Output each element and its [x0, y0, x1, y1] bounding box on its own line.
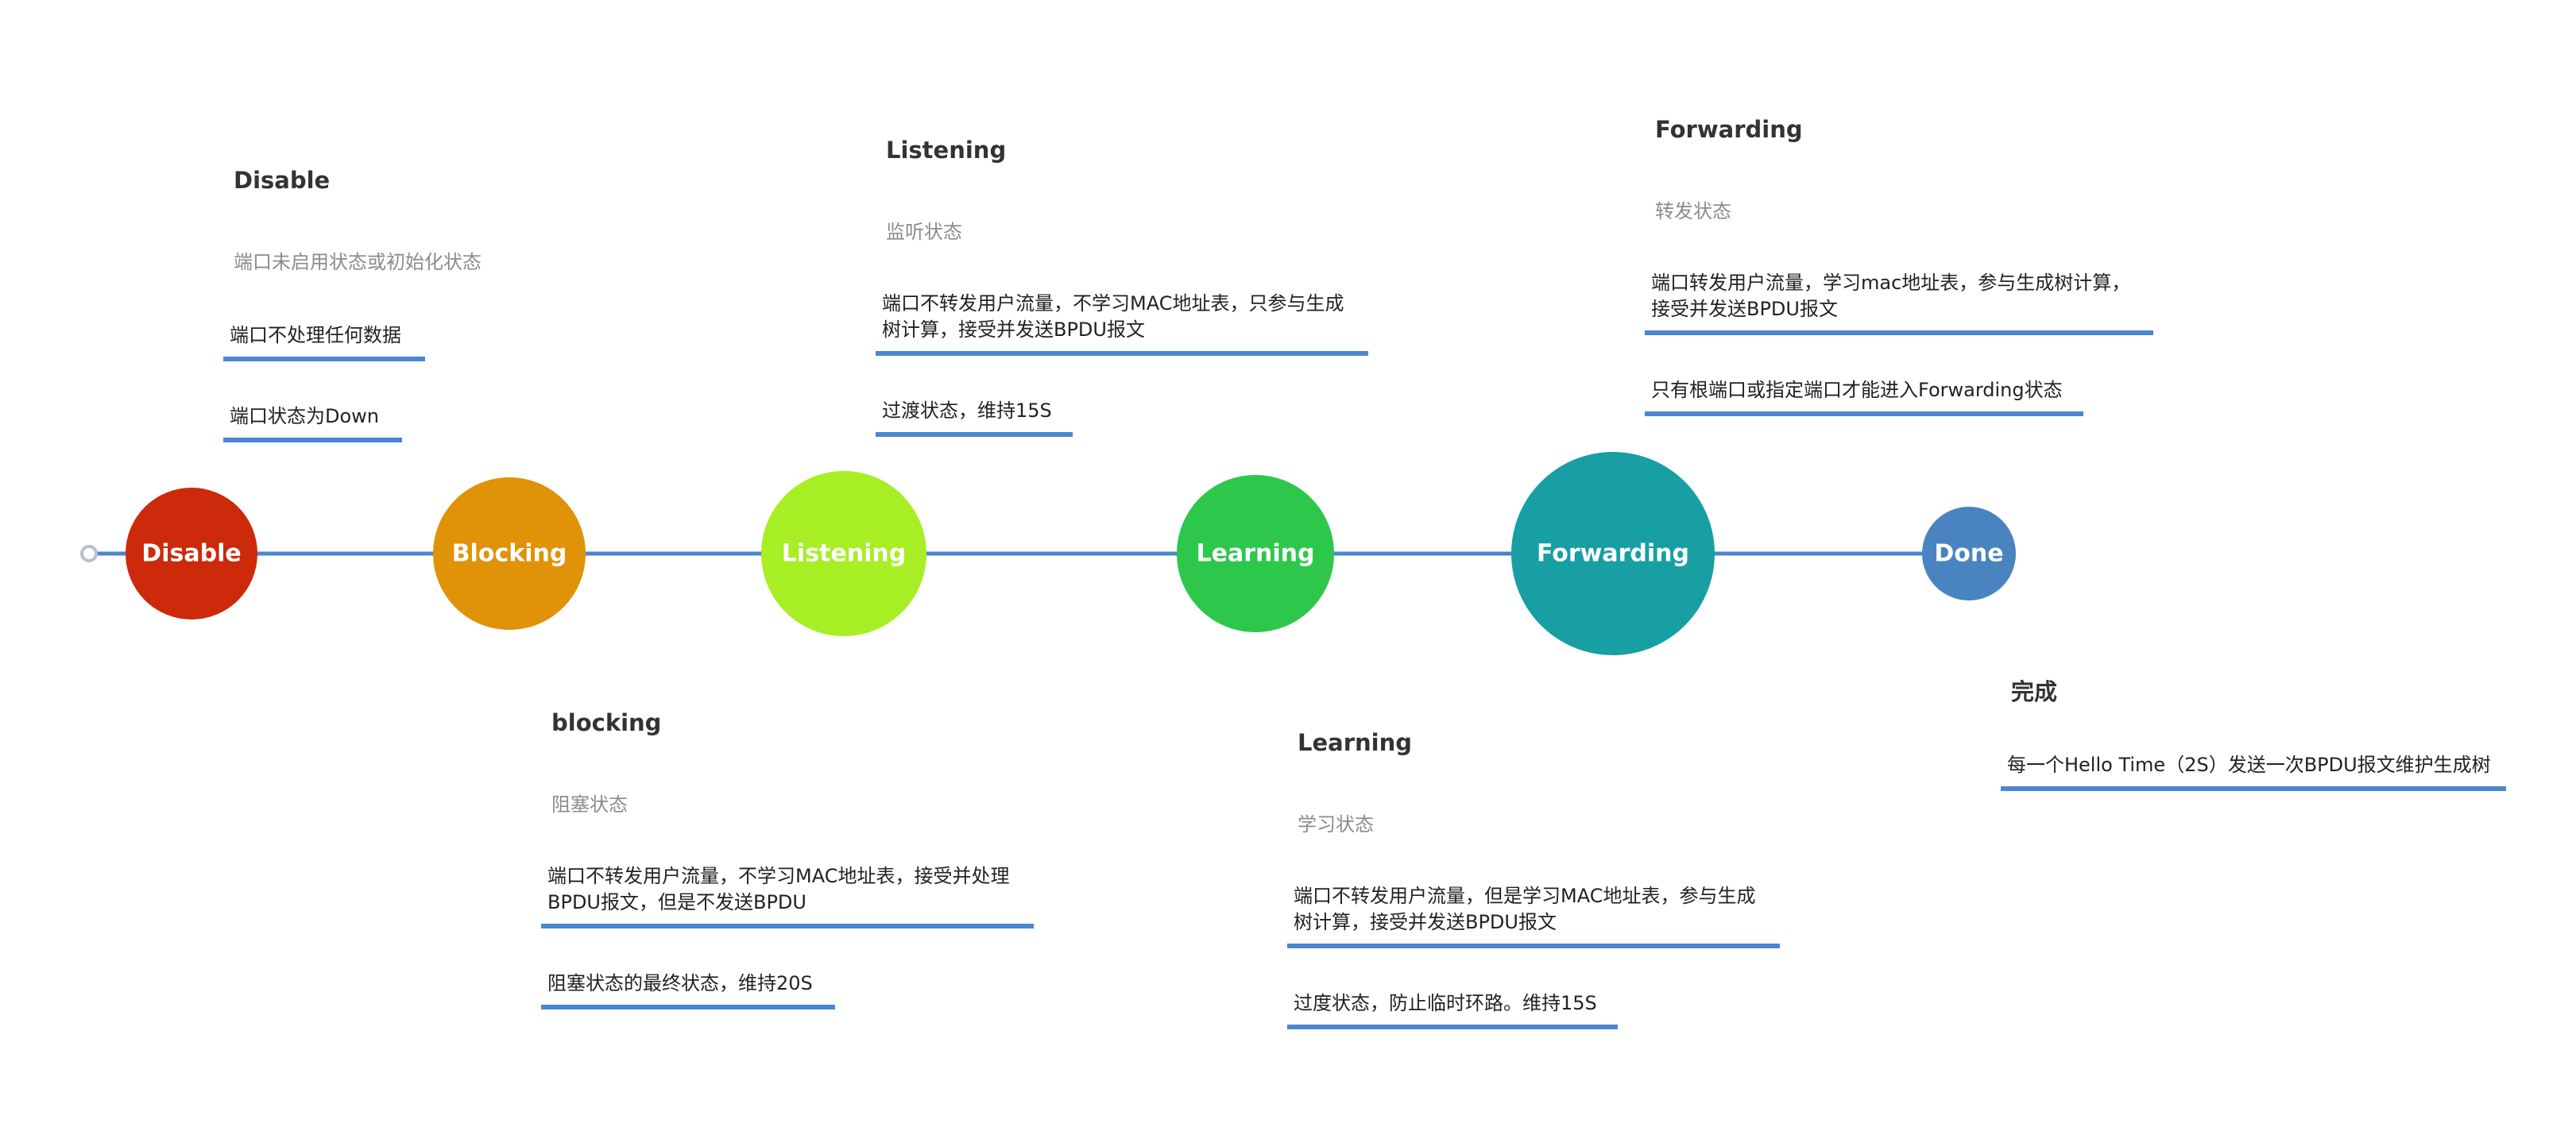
- state-node-learning-label: Learning: [1196, 539, 1315, 568]
- done-card-title: 完成: [2011, 678, 2058, 705]
- state-node-forwarding-circle: [1511, 452, 1715, 655]
- listening-card-title: Listening: [886, 137, 1007, 164]
- disable-card-item-1: 端口不处理任何数据: [223, 322, 425, 361]
- start-marker-icon: [80, 545, 98, 562]
- disable-card-item-2: 端口状态为Down: [223, 403, 402, 442]
- state-node-forwarding-label: Forwarding: [1536, 539, 1690, 568]
- state-node-disable-label: Disable: [141, 539, 242, 568]
- forwarding-card-title: Forwarding: [1655, 116, 1803, 143]
- learning-card-item-1: 端口不转发用户流量，但是学习MAC地址表，参与生成树计算，接受并发送BPDU报文: [1287, 883, 1780, 948]
- state-node-learning-circle: [1177, 475, 1334, 632]
- state-node-done-label: Done: [1934, 539, 2004, 568]
- forwarding-card-item-1: 端口转发用户流量，学习mac地址表，参与生成树计算，接受并发送BPDU报文: [1645, 270, 2153, 335]
- listening-card-subtitle: 监听状态: [886, 221, 962, 243]
- state-node-done-circle: [1922, 507, 2016, 600]
- state-node-listening-label: Listening: [781, 539, 907, 568]
- blocking-card-item-2: 阻塞状态的最终状态，维持20S: [541, 971, 835, 1009]
- disable-card-subtitle: 端口未启用状态或初始化状态: [234, 251, 482, 273]
- disable-card-title: Disable: [234, 167, 331, 194]
- done-card-item-1: 每一个Hello Time（2S）发送一次BPDU报文维护生成树: [2001, 752, 2506, 791]
- state-node-listening-circle: [761, 471, 926, 636]
- blocking-card-title: blocking: [551, 709, 662, 736]
- learning-card-title: Learning: [1298, 729, 1413, 756]
- state-node-blocking-circle: [433, 477, 586, 630]
- state-node-disable-circle: [126, 488, 257, 620]
- forwarding-card-item-2: 只有根端口或指定端口才能进入Forwarding状态: [1645, 377, 2083, 416]
- learning-card-subtitle: 学习状态: [1298, 813, 1374, 836]
- blocking-card-item-1: 端口不转发用户流量，不学习MAC地址表，接受并处理BPDU报文，但是不发送BPD…: [541, 863, 1034, 928]
- forwarding-card-subtitle: 转发状态: [1655, 200, 1731, 222]
- state-node-blocking-label: Blocking: [451, 539, 567, 568]
- listening-card-item-1: 端口不转发用户流量，不学习MAC地址表，只参与生成树计算，接受并发送BPDU报文: [876, 291, 1368, 356]
- blocking-card-subtitle: 阻塞状态: [551, 793, 628, 816]
- listening-card-item-2: 过渡状态，维持15S: [876, 398, 1073, 437]
- learning-card-item-2: 过度状态，防止临时环路。维持15S: [1287, 990, 1618, 1029]
